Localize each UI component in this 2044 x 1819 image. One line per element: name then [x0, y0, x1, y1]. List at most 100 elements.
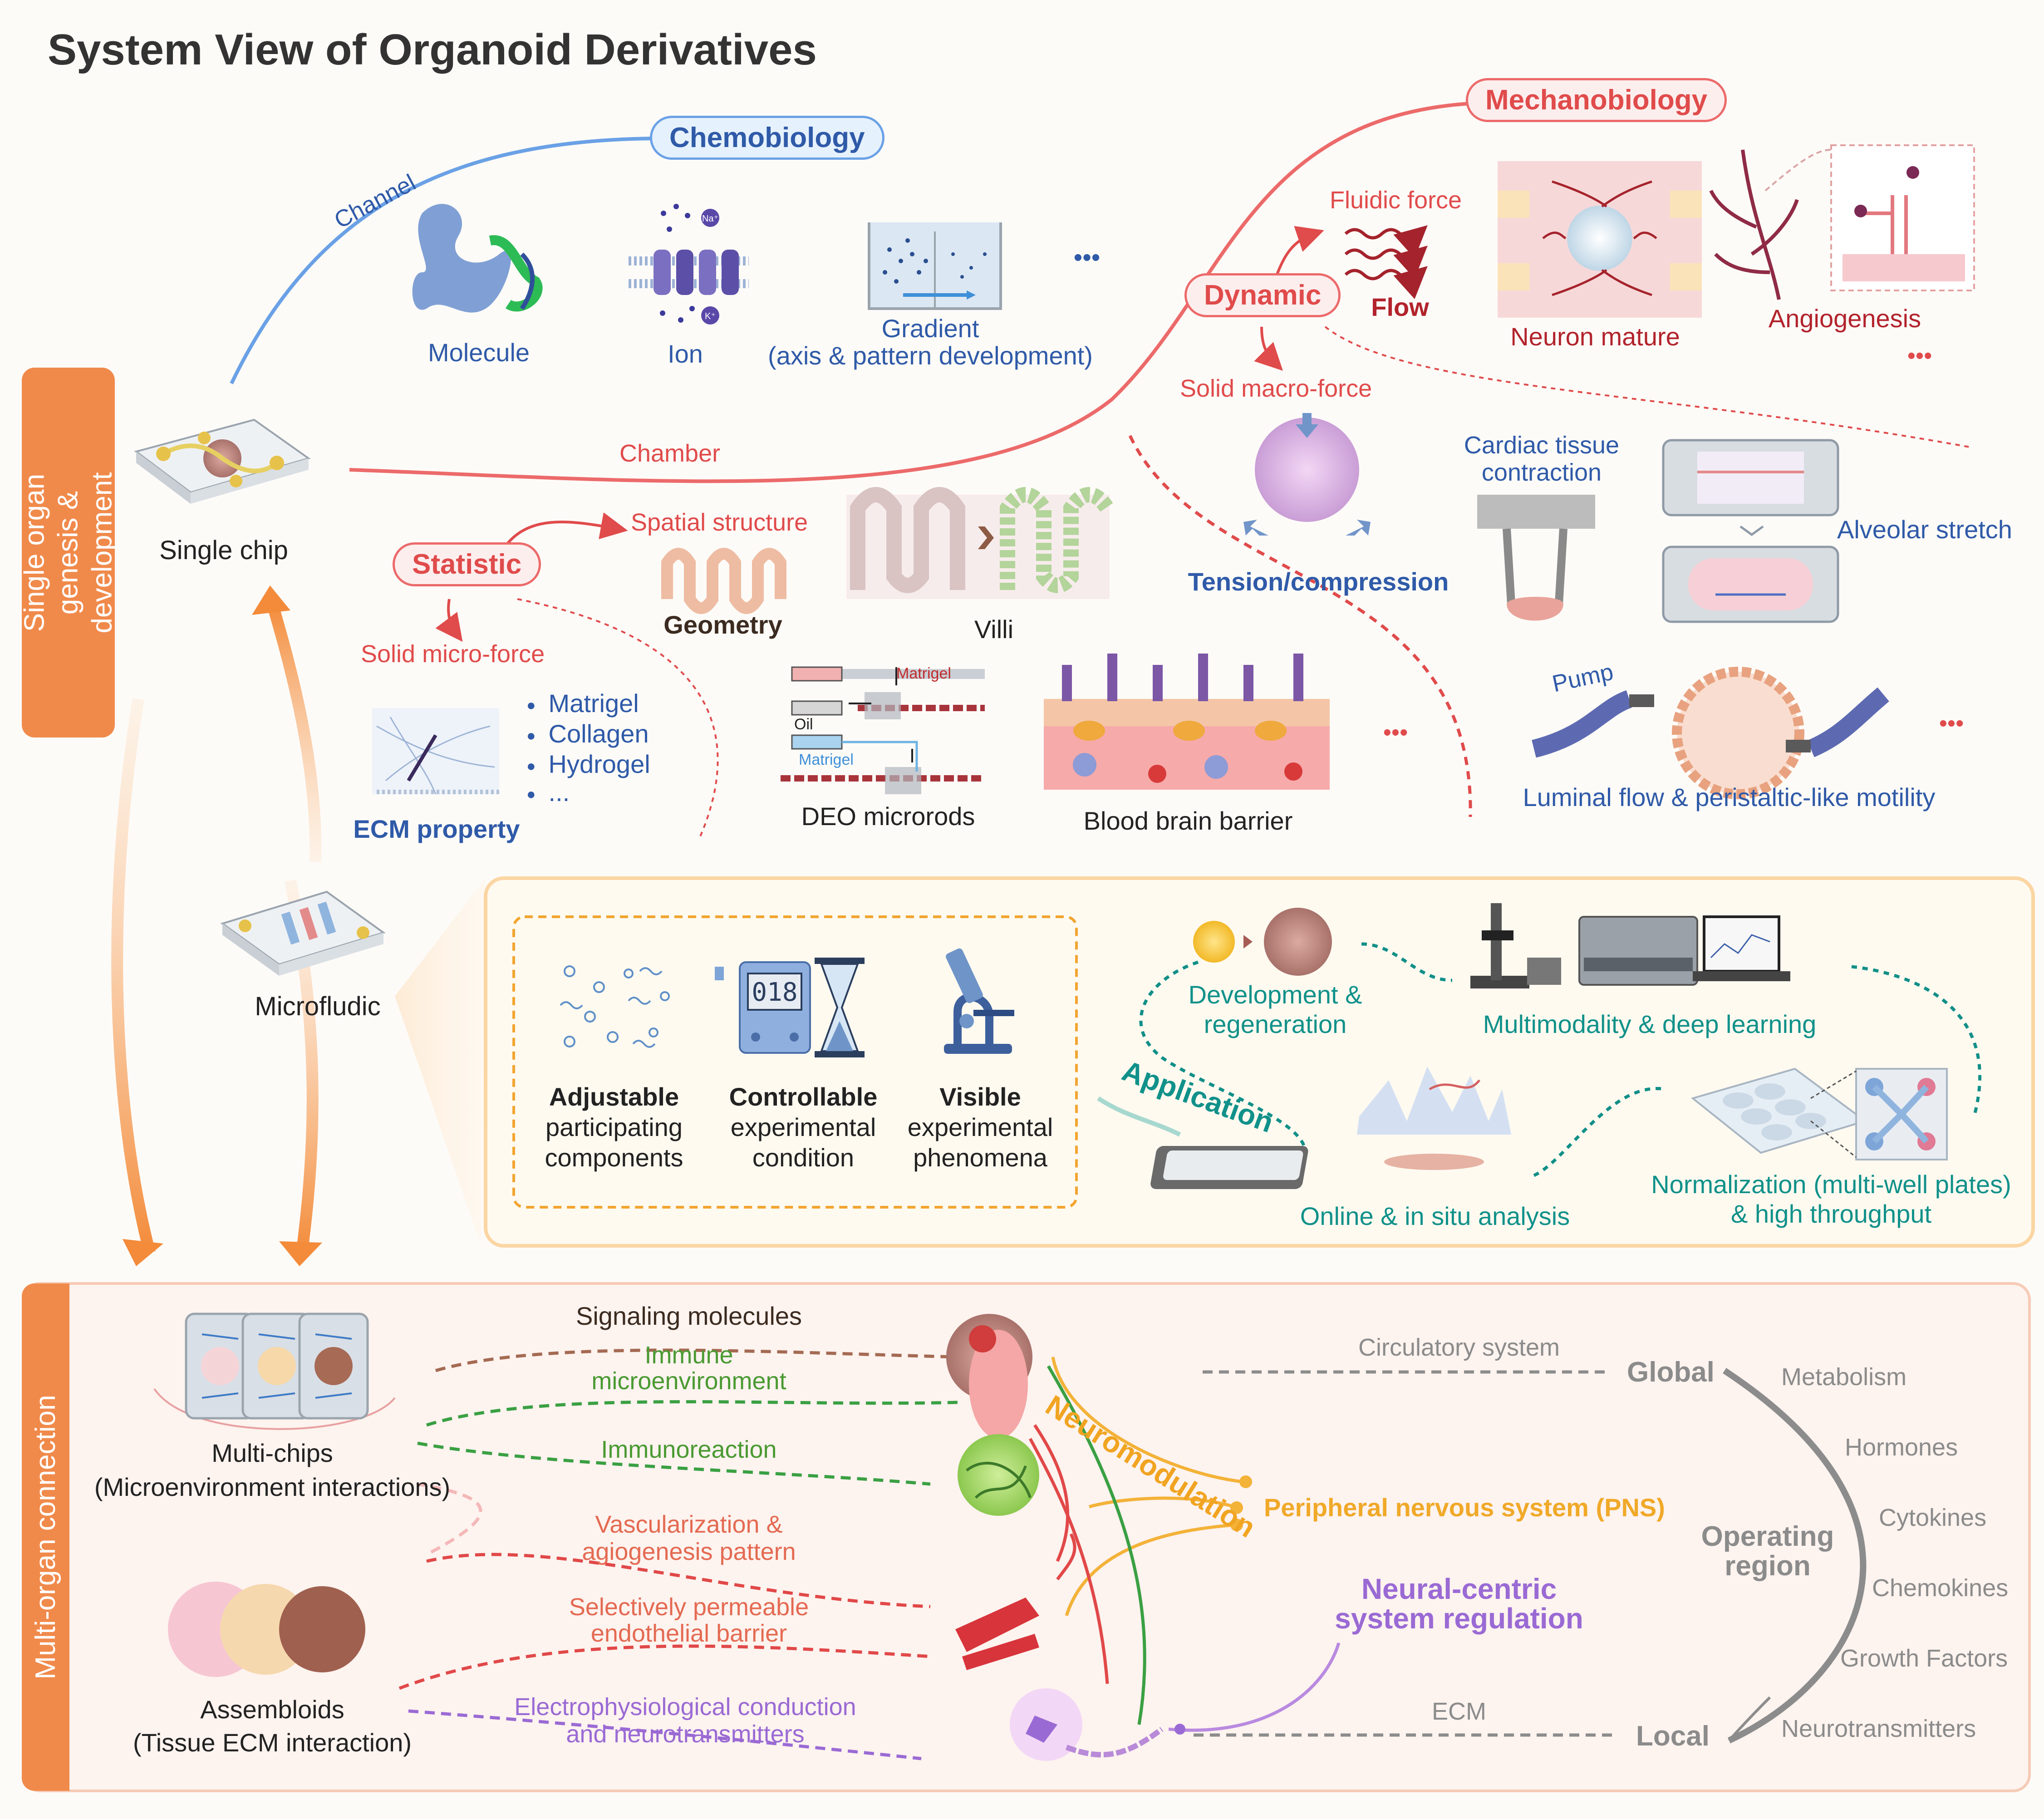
electrophysiology-label-2: and neurotransmitters	[566, 1721, 805, 1748]
immune-label-1: Immune	[644, 1342, 733, 1369]
permeable-label-2: endothelial barrier	[590, 1620, 787, 1647]
statistic-arrow-down	[435, 599, 463, 642]
protein-molecule-icon	[412, 204, 543, 313]
gradient-label: Gradient	[881, 314, 979, 343]
deo-microrods-label: DEO microrods	[801, 802, 975, 831]
online-analysis-icon	[1150, 1067, 1511, 1189]
single-chip-label: Single chip	[159, 536, 288, 565]
deo-oil: Oil	[794, 716, 813, 733]
organs-cluster-icon	[946, 1314, 1164, 1761]
multi-organ-tab: Multi-organ connection	[22, 1283, 69, 1791]
neural-centric-label-1: Neural-centric	[1361, 1573, 1557, 1605]
single-organ-tab: Single organ genesis & development	[19, 368, 118, 737]
particles-icon	[560, 965, 670, 1048]
cardiac-label-1: Cardiac tissue	[1464, 432, 1620, 459]
chamber-line	[349, 102, 1471, 483]
statistic-arrow-right	[498, 512, 628, 557]
electrophysiology-label-1: Electrophysiological conduction	[514, 1693, 856, 1721]
blood-brain-barrier-icon	[1044, 654, 1330, 790]
development-regeneration-icon	[1193, 908, 1332, 976]
neural-centric-label-2: system regulation	[1335, 1602, 1583, 1635]
ion-na-label: Na⁺	[702, 214, 718, 224]
immune-label-2: microenvironment	[591, 1367, 786, 1395]
single-chip-device	[134, 418, 311, 504]
assembloids-icon	[168, 1582, 365, 1677]
visible-line3: phenomena	[913, 1143, 1047, 1172]
timer-device-icon	[715, 961, 811, 1054]
neuron-mature-chamber	[1498, 161, 1702, 318]
operating-region-label-1: Operating	[1701, 1521, 1834, 1552]
hourglass-icon	[815, 958, 865, 1057]
fluidic-force-label: Fluidic force	[1330, 187, 1462, 214]
solid-micro-force-label: Solid micro-force	[361, 640, 545, 668]
ecm-item-collagen: Collagen	[526, 719, 649, 748]
villi-label: Villi	[974, 615, 1014, 644]
ion-channel-icon	[629, 204, 749, 324]
dynamic-arrow-up	[1274, 226, 1324, 280]
neuromodulation-dots	[1174, 1475, 1252, 1735]
angiogenesis-label: Angiogenesis	[1768, 304, 1921, 333]
geometry-label: Geometry	[663, 610, 782, 639]
mechanobiology-more: •••	[1907, 343, 1932, 369]
assembloids-label: Assembloids	[200, 1695, 344, 1724]
organ-connection-lines	[398, 1348, 958, 1760]
statistic-pill: Statistic	[393, 542, 541, 586]
signaling-label: Signaling molecules	[575, 1302, 802, 1330]
ecm-property-label: ECM property	[353, 815, 520, 843]
ecm-item-more: ...	[526, 778, 570, 807]
factor-chemokines: Chemokines	[1872, 1574, 2009, 1602]
statistic-more: •••	[1383, 719, 1408, 746]
pns-label: Peripheral nervous system (PNS)	[1264, 1493, 1665, 1522]
channel-line	[230, 137, 654, 384]
dynamic-pill: Dynamic	[1184, 273, 1341, 317]
vascularization-label-2: agiogenesis pattern	[582, 1538, 796, 1565]
gradient-sublabel: (axis & pattern development)	[768, 341, 1093, 370]
chemobiology-more: •••	[1073, 243, 1101, 271]
multiwell-plate-icon	[1690, 1067, 1948, 1160]
ion-k-label: K⁺	[705, 311, 716, 321]
ecm-label: ECM	[1432, 1698, 1486, 1725]
gradient-chamber-icon	[868, 222, 1002, 310]
deo-matrigel-1: Matrigel	[896, 665, 951, 682]
luminal-flow-label: Luminal flow & peristaltic-like motility	[1523, 783, 1936, 811]
tension-label: Tension/compression	[1188, 567, 1449, 596]
visible-line2: experimental	[907, 1113, 1053, 1141]
factor-neurotransmitters: Neurotransmitters	[1781, 1715, 1976, 1742]
mechanobiology-pill: Mechanobiology	[1466, 78, 1727, 122]
multimodality-label: Multimodality & deep learning	[1483, 1010, 1817, 1038]
microfluidic-device	[220, 890, 386, 976]
flow-label: Flow	[1371, 293, 1429, 321]
neuron-mature-label: Neuron mature	[1510, 322, 1680, 351]
permeable-label-1: Selectively permeable	[569, 1593, 809, 1621]
ecm-fiber-icon	[372, 708, 499, 795]
factor-growth-factors: Growth Factors	[1840, 1645, 2008, 1672]
operating-region-arc-tip	[1728, 1696, 1771, 1741]
ecm-item-matrigel: Matrigel	[526, 689, 639, 718]
bbb-label: Blood brain barrier	[1083, 806, 1293, 835]
normalization-label-2: & high throughput	[1730, 1200, 1932, 1228]
application-dotted-loop	[1139, 942, 1982, 1177]
controllable-line3: condition	[752, 1143, 855, 1172]
chemobiology-pill: Chemobiology	[650, 116, 884, 160]
controllable-line2: experimental	[730, 1113, 876, 1141]
assembloids-sublabel: (Tissue ECM interaction)	[133, 1728, 412, 1757]
vascularization-label-1: Vascularization &	[595, 1511, 783, 1538]
timer-lcd: 018	[752, 978, 797, 1007]
factor-cytokines: Cytokines	[1879, 1504, 1987, 1531]
flow-waves-icon	[1344, 225, 1428, 300]
deo-microrods-icon	[781, 666, 985, 794]
spatial-structure-label: Spatial structure	[631, 509, 808, 536]
microfluidic-label: Microfludic	[255, 992, 381, 1021]
tension-dashed-trail	[1128, 435, 1472, 817]
microscope-icon	[944, 948, 1014, 1054]
circulatory-system-label: Circulatory system	[1358, 1334, 1560, 1361]
villi-icon	[846, 487, 1114, 599]
local-label: Local	[1636, 1721, 1710, 1752]
operating-region-label-2: region	[1725, 1550, 1811, 1582]
page-title: System View of Organoid Derivatives	[48, 25, 817, 74]
adjustable-line3: components	[545, 1143, 683, 1172]
molecule-label: Molecule	[427, 338, 530, 367]
geometry-icon	[661, 548, 786, 614]
controllable-title: Controllable	[729, 1082, 878, 1111]
multi-chips-icon	[153, 1313, 396, 1430]
